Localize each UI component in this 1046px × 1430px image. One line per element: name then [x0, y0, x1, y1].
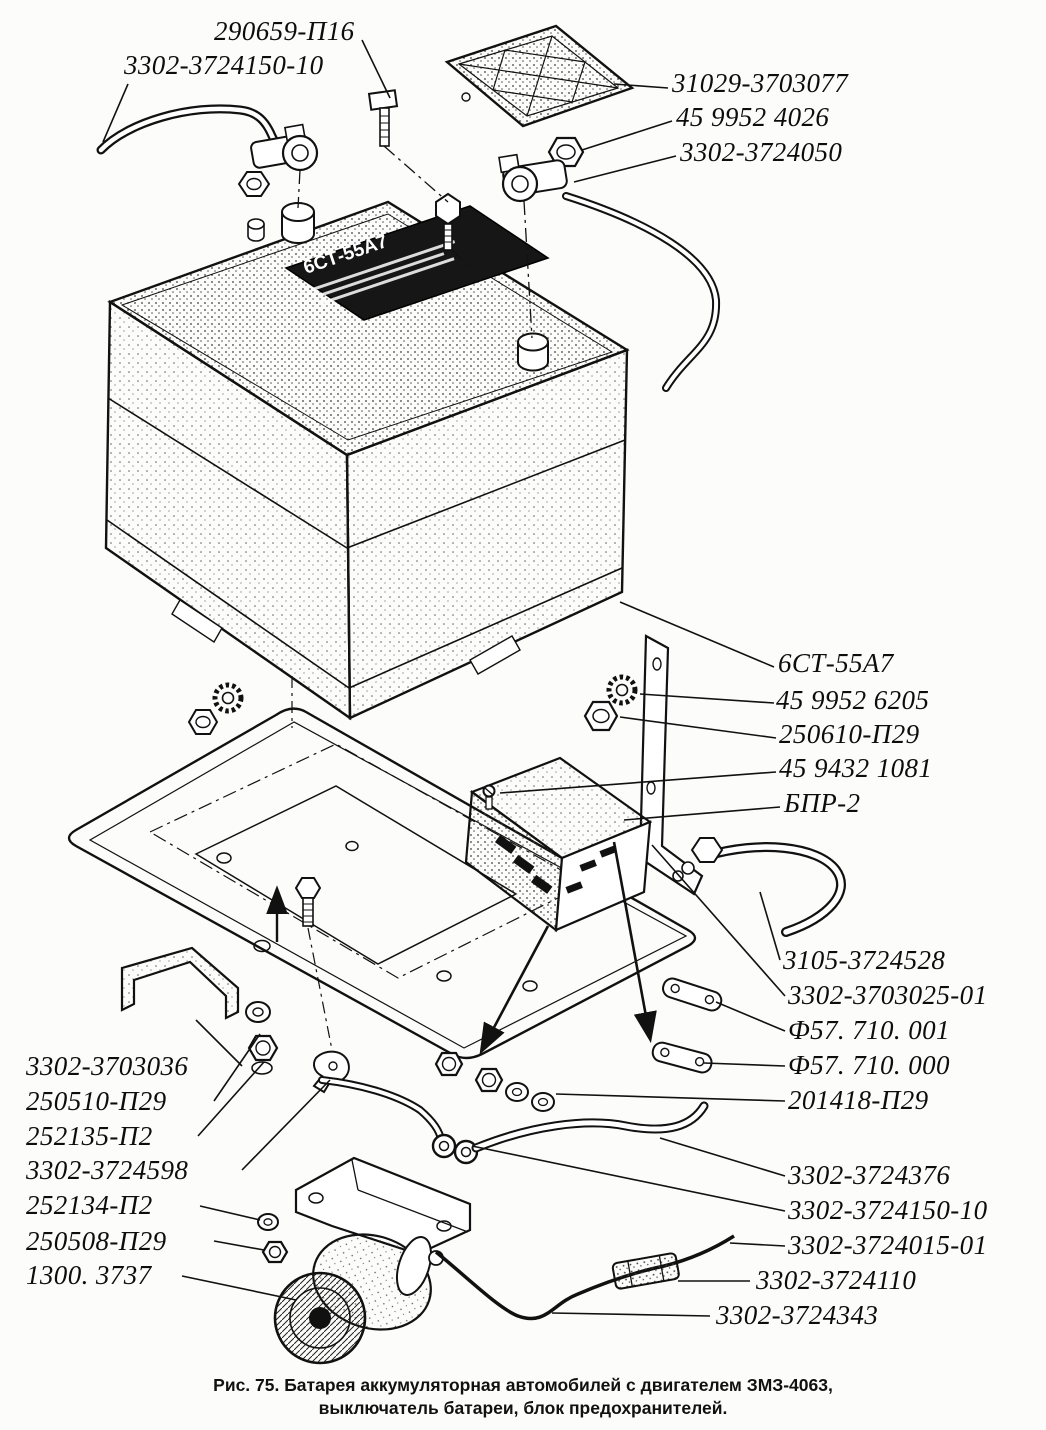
battery-terminal-left [247, 202, 315, 244]
part-label: Ф57. 710. 000 [788, 1050, 950, 1080]
negative-cable-clamp [96, 104, 319, 197]
part-label: 3302-3703025-01 [788, 980, 988, 1010]
fuse-link-1 [662, 977, 723, 1012]
part-label: 250508-П29 [26, 1226, 167, 1256]
washer-252134 [257, 1213, 279, 1231]
hold-down-strap [672, 837, 846, 937]
hex-nut-right [583, 700, 619, 732]
part-label: 3302-3703036 [26, 1051, 189, 1081]
caption-line1: Рис. 75. Батарея аккумуляторная автомоби… [213, 1375, 833, 1395]
part-label: 31029-3703077 [672, 68, 849, 98]
part-label: 3302-3724598 [26, 1155, 189, 1185]
fuse-block [464, 756, 657, 1055]
part-label: 3302-3724376 [788, 1160, 951, 1190]
caption-line2: выключатель батареи, блок предохранителе… [318, 1397, 728, 1418]
part-label: 45 9432 1081 [779, 753, 933, 783]
nut-250508 [261, 1240, 289, 1264]
battery-terminal-right [517, 332, 549, 372]
fuse-block-screw [482, 784, 496, 810]
part-label: 250510-П29 [26, 1086, 167, 1116]
part-label: 45 9952 4026 [676, 102, 830, 132]
fuse-link-2 [651, 1041, 713, 1074]
part-label: 45 9952 6205 [776, 685, 930, 715]
battery-label-plate: 6СТ-55А7 [284, 205, 550, 321]
terminal-nuts-washers [434, 1051, 555, 1112]
nut-252135 [247, 1034, 279, 1075]
leader-lines [102, 39, 786, 1317]
part-label: 6СТ-55А7 [778, 648, 894, 678]
figure-caption: Рис. 75. Батарея аккумуляторная автомоби… [0, 1374, 1046, 1420]
assembly-dash-lines [297, 145, 533, 339]
tray-bolt [294, 877, 322, 927]
switch-wire [434, 1234, 735, 1321]
battery-switch [273, 1156, 472, 1365]
part-label: 3302-3724110 [756, 1265, 917, 1295]
part-label: 3302-3724050 [680, 137, 843, 167]
part-label: 3302-3724015-01 [788, 1230, 988, 1260]
terminal-cover-plate [444, 24, 635, 128]
mounting-bracket [638, 634, 704, 896]
battery-cables [318, 1076, 709, 1165]
part-label: 252135-П2 [26, 1121, 153, 1151]
part-label: 252134-П2 [26, 1190, 153, 1220]
clamp-bracket [120, 946, 240, 1020]
part-label: 3302-3724150-10 [788, 1195, 988, 1225]
part-label: 290659-П16 [214, 16, 355, 46]
battery: 6СТ-55А7 [104, 200, 630, 721]
washer-250510 [245, 1001, 271, 1023]
lock-washer-left [212, 682, 244, 714]
hex-nut-left [187, 709, 219, 735]
part-label: Ф57. 710. 001 [788, 1015, 950, 1045]
part-label: 250610-П29 [779, 719, 920, 749]
lock-washer-right [606, 674, 638, 706]
part-label: 201418-П29 [788, 1085, 929, 1115]
terminal-bolt [367, 89, 461, 251]
part-label: 1300. 3737 [26, 1260, 152, 1290]
part-label: 3105-3724528 [783, 945, 946, 975]
part-label: 3302-3724343 [716, 1300, 879, 1330]
part-label: БПР-2 [784, 788, 861, 818]
positive-cable-clamp [498, 136, 721, 392]
part-label: 3302-3724150-10 [124, 50, 324, 80]
inline-fuse-holder [611, 1252, 680, 1290]
